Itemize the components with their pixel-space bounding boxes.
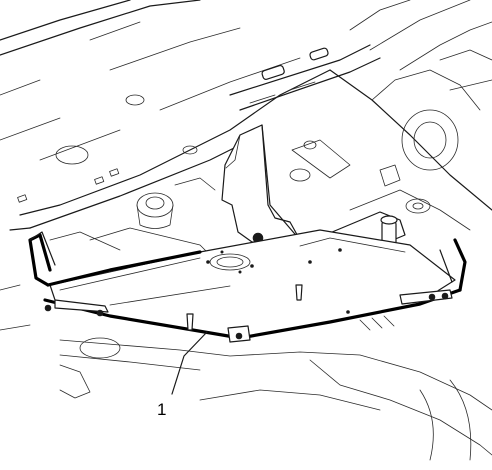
skid-plate [28,229,467,343]
oil-filter-area [49,177,216,261]
transmission-area [289,49,492,231]
lower-suspension [0,284,492,461]
vehicle-floor-pan [0,0,331,231]
frame-rail [229,0,492,111]
callout-number: 1 [157,400,166,419]
callout-1: 1 [157,331,208,419]
